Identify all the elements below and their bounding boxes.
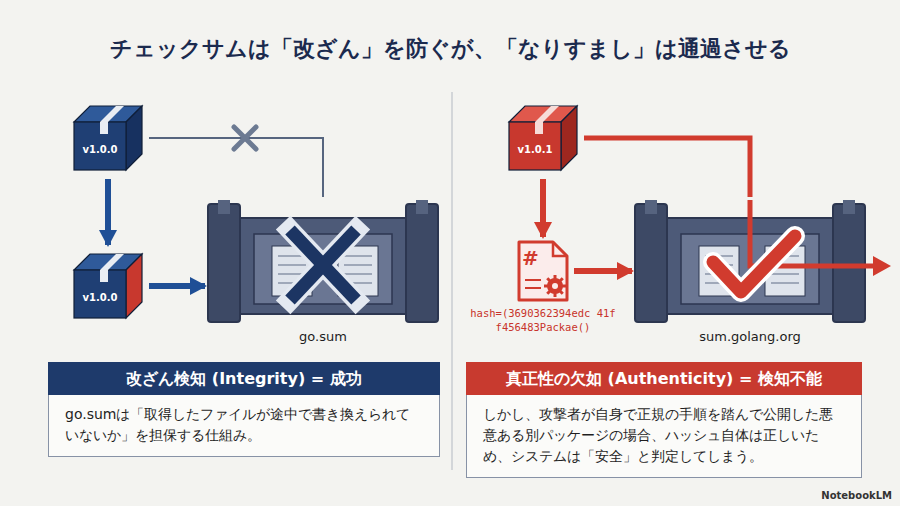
rect-shape [509,122,561,170]
document-line [771,282,799,284]
store-label: sum.golang.org [625,329,875,344]
panel-body: しかし、攻撃者が自身で正規の手順を踏んで公開した悪意ある別パッケージの場合、ハッ… [466,395,862,478]
path-shape [519,242,567,300]
gear-tooth [547,291,550,294]
store-label: go.sum [198,329,448,344]
document-line [525,279,541,281]
container-pillar [208,204,240,322]
polygon-shape [126,254,142,318]
container-pillar [406,204,438,322]
checksum-container [635,200,865,325]
package-box: v1.0.0 [70,100,146,176]
tape-strip [100,122,108,134]
gear-tooth [562,285,566,288]
checksum-container [208,200,438,325]
reject-mark [290,230,356,300]
version-label: v1.0.1 [509,144,561,155]
gear-tooth [560,291,563,294]
gear-tooth [544,285,548,288]
pass-through-head [873,256,891,276]
document-line [344,264,372,266]
version-label: v1.0.0 [74,292,126,303]
panel-header: 改ざん検知 (Integrity) = 成功 [48,362,440,395]
container-cap [645,200,657,214]
reject-mark-outline [290,230,356,300]
package-box: v1.0.1 [505,100,581,176]
tape-strip [535,106,559,122]
connector [149,283,205,289]
panel-body: go.sumは「取得したファイルが途中で書き換えられていないか」を担保する仕組み… [48,395,440,457]
gear-tooth [547,278,550,281]
panel-header: 真正性の欠如 (Authenticity) = 検知不能 [466,362,862,395]
container-pillar [635,204,667,322]
tape-strip [100,270,108,282]
gear-hole [552,283,558,289]
hash-value: hash=(3690362394edc 41ff456483Packae() [470,306,616,334]
document-line [344,273,372,275]
gear-tooth [554,275,557,279]
checksum-store: sum.golang.org [635,200,865,350]
gear-icon [547,278,563,294]
package-icon [70,100,146,176]
container-cap [218,200,230,214]
version-label: v1.0.0 [74,144,126,155]
tape-strip [100,254,124,270]
container-pillar [833,204,865,322]
polygon-shape [126,106,142,170]
rect-shape [74,270,126,318]
package-icon [70,248,146,324]
package-box: v1.0.0 [70,248,146,324]
info-panel: 改ざん検知 (Integrity) = 成功go.sumは「取得したファイルが途… [48,362,440,457]
container-cap [416,200,428,214]
checksum-store: go.sum [208,200,438,350]
polygon-shape [561,106,577,170]
info-panel: 真正性の欠如 (Authenticity) = 検知不能しかし、攻撃者が自身で正… [466,362,862,478]
rect-shape [230,218,416,314]
container-cap [843,200,855,214]
rect-shape [74,122,126,170]
diagram-title: チェックサムは「改ざん」を防ぐが、「なりすまし」は通過させる [0,34,900,64]
blocked-mark [234,127,256,149]
document-line [278,264,306,266]
document-line [525,287,541,289]
gear-tooth [560,278,563,281]
connector [584,138,750,197]
connector [574,268,632,274]
watermark: NotebookLM [821,490,892,501]
document-line [771,273,799,275]
reject-mark [290,230,356,300]
panel-divider [451,92,453,470]
tape-strip [100,106,124,122]
accept-mark-outline [713,236,795,292]
hash-document: # hash=(3690362394edc 41ff456483Packae() [470,240,616,340]
reject-mark-outline [290,230,356,300]
gear-tooth [554,293,557,297]
connector [540,179,546,237]
connector [105,179,111,245]
tape-strip [535,122,543,134]
hash-symbol: # [522,246,539,270]
package-icon [505,100,581,176]
accept-mark [713,236,795,292]
document-line [344,255,372,257]
path-shape [553,242,567,256]
